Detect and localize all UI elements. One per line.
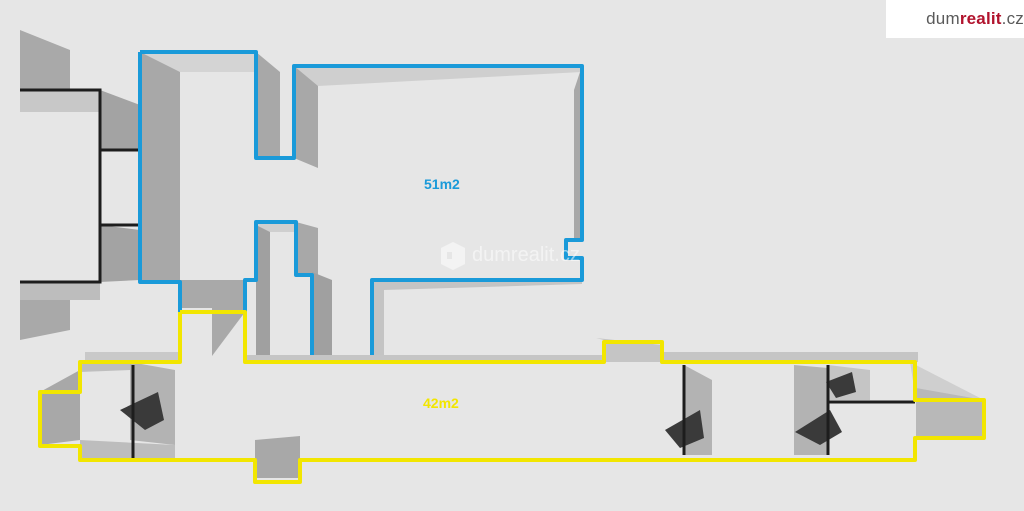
watermark-text: dumrealit.cz [472,243,580,266]
logo-icon-placeholder [894,4,920,34]
area-label-lower: 42m2 [423,395,459,411]
logo-text-part2: realit [959,9,1002,28]
logo-text-part1: dum [926,9,960,28]
logo-text-part3: .cz [1001,9,1024,28]
area-label-upper: 51m2 [424,176,460,192]
upper-room-walls [138,50,584,362]
dumrealit-logo[interactable]: dumrealit.cz [886,0,1024,38]
lower-room-walls [38,310,986,484]
watermark: dumrealit.cz [440,240,580,270]
house-cube-icon [441,242,465,270]
logo-text: dumrealit.cz [926,9,1024,29]
